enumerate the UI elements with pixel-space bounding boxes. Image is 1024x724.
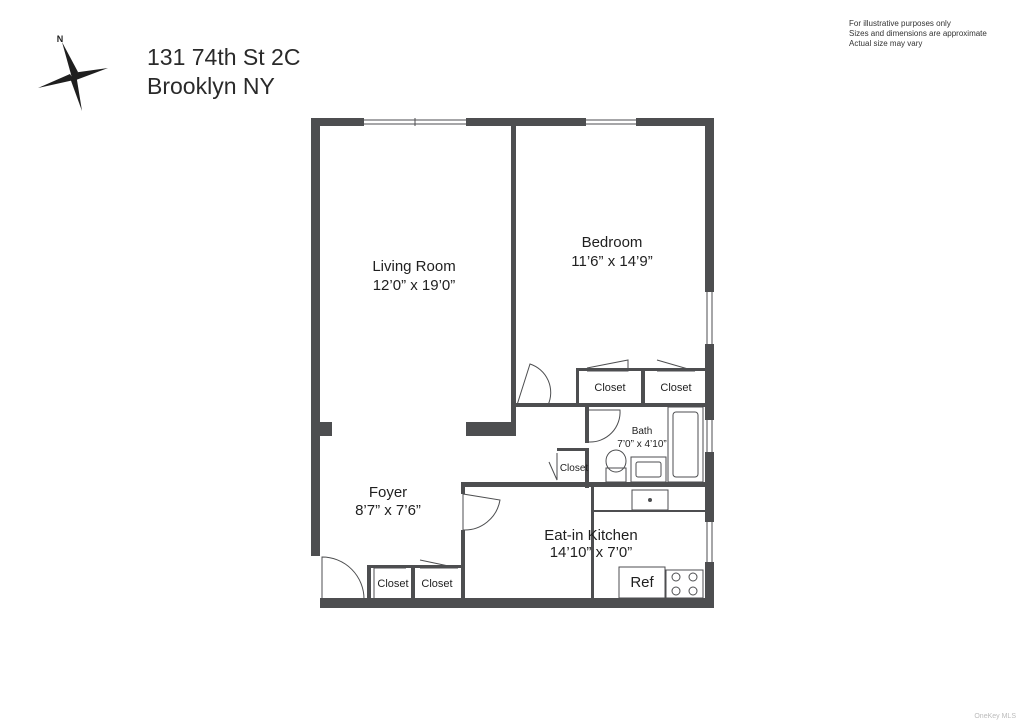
windows	[364, 118, 714, 562]
watermark: OneKey MLS	[974, 713, 1016, 720]
closet-label-foyer-a: Closet	[377, 578, 408, 590]
bath-sink-icon	[630, 456, 667, 483]
room-labels: Living Room 12’0” x 19’0” Bedroom 11’6” …	[355, 234, 667, 561]
room-name-kitchen: Eat-in Kitchen	[544, 527, 637, 544]
compass-north-label: N	[57, 34, 64, 44]
disclaimer-line: Sizes and dimensions are approximate	[849, 29, 987, 38]
refrigerator-label: Ref	[630, 574, 654, 591]
bath-fixtures	[605, 406, 704, 483]
kitchen-sink-icon	[631, 489, 669, 511]
room-dims-bedroom: 11’6” x 14’9”	[571, 253, 652, 270]
disclaimer-line: For illustrative purposes only	[849, 19, 951, 28]
interior-doors	[373, 359, 696, 598]
closet-label-bath: Closet	[560, 463, 589, 474]
room-name-living: Living Room	[372, 258, 455, 275]
interior-walls	[320, 126, 705, 598]
closet-label-foyer-b: Closet	[421, 578, 452, 590]
room-dims-kitchen: 14’10” x 7’0”	[550, 544, 633, 561]
disclaimer: For illustrative purposes only Sizes and…	[849, 19, 987, 49]
toilet-icon	[605, 449, 627, 473]
closet-label-bedroom-b: Closet	[660, 382, 691, 394]
closet-label-bedroom-a: Closet	[594, 382, 625, 394]
entry-door	[311, 556, 365, 608]
disclaimer-line: Actual size may vary	[849, 39, 923, 48]
kitchen-fixtures	[618, 489, 704, 599]
room-name-bedroom: Bedroom	[582, 234, 643, 251]
room-dims-living: 12’0” x 19’0”	[373, 277, 456, 294]
room-name-foyer: Foyer	[369, 484, 407, 501]
bathtub-icon	[667, 406, 704, 483]
room-name-bath: Bath	[632, 426, 653, 437]
stove-icon	[665, 569, 704, 599]
address-line-1: 131 74th St 2C	[147, 44, 301, 70]
exterior-walls	[311, 118, 714, 608]
room-dims-foyer: 8’7” x 7’6”	[355, 502, 421, 519]
room-dims-bath: 7’0” x 4’10”	[617, 439, 666, 450]
closet-labels: Closet Closet Closet Closet Closet Ref	[377, 382, 691, 591]
refrigerator-icon	[618, 566, 666, 599]
address-line-2: Brooklyn NY	[147, 73, 275, 99]
compass-icon: N	[38, 34, 108, 111]
